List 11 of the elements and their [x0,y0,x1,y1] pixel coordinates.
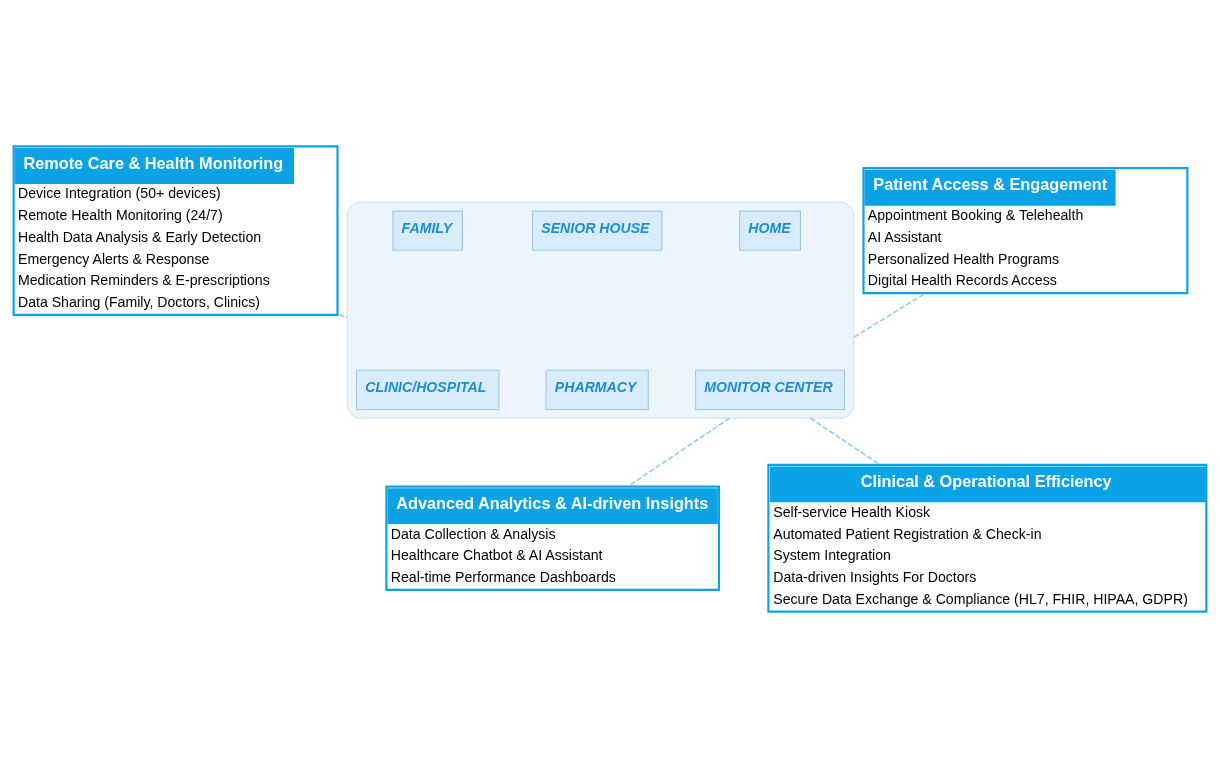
node-box: FAMILY [392,210,463,251]
connector [852,292,925,338]
connector [809,416,879,464]
node-box: CLINIC/HOSPITAL [355,369,500,410]
connector [337,313,349,318]
node-box: HOME [739,210,801,251]
node-box: PHARMACY [545,369,649,410]
node-box: MONITOR CENTER [695,369,845,410]
node-box: SENIOR HOUSE [532,210,663,251]
cluster [346,201,855,419]
connector [628,416,731,486]
